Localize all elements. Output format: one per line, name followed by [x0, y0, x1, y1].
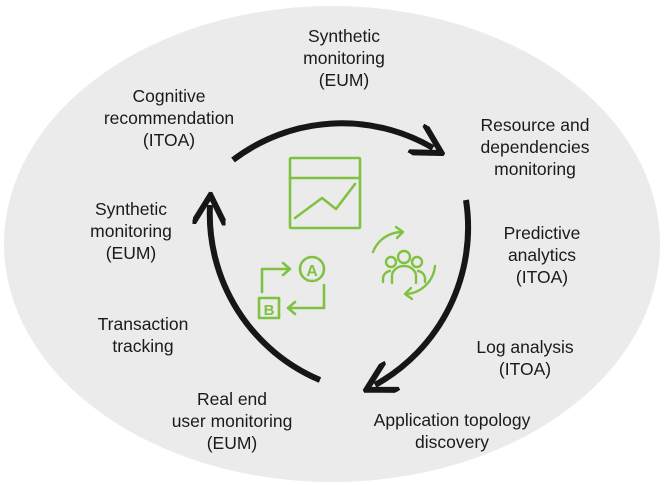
label-synthetic-monitoring-left: Synthetic monitoring (EUM) [90, 199, 172, 263]
label-predictive-analytics: Predictive analytics (ITOA) [503, 223, 581, 287]
arrow-top [231, 120, 433, 163]
label-real-end-user-monitoring: Real end user monitoring (EUM) [171, 389, 293, 453]
line-chart-window-icon [288, 156, 362, 230]
a-to-b-workflow-icon [257, 255, 326, 320]
user-group-cycle-icon [371, 225, 437, 301]
arrow-left [210, 205, 322, 383]
label-application-topology-discovery: Application topology discovery [373, 410, 531, 452]
b-letter: B [264, 302, 275, 319]
label-synthetic-monitoring-top: Synthetic monitoring (EUM) [303, 26, 385, 90]
label-resource-dependencies: Resource and dependencies monitoring [480, 115, 590, 179]
a-letter: A [306, 263, 318, 280]
label-cognitive-recommendation: Cognitive recommendation (ITOA) [103, 86, 235, 150]
label-transaction-tracking: Transaction tracking [97, 314, 189, 356]
arrow-right [375, 199, 472, 385]
label-log-analysis: Log analysis (ITOA) [476, 337, 574, 379]
